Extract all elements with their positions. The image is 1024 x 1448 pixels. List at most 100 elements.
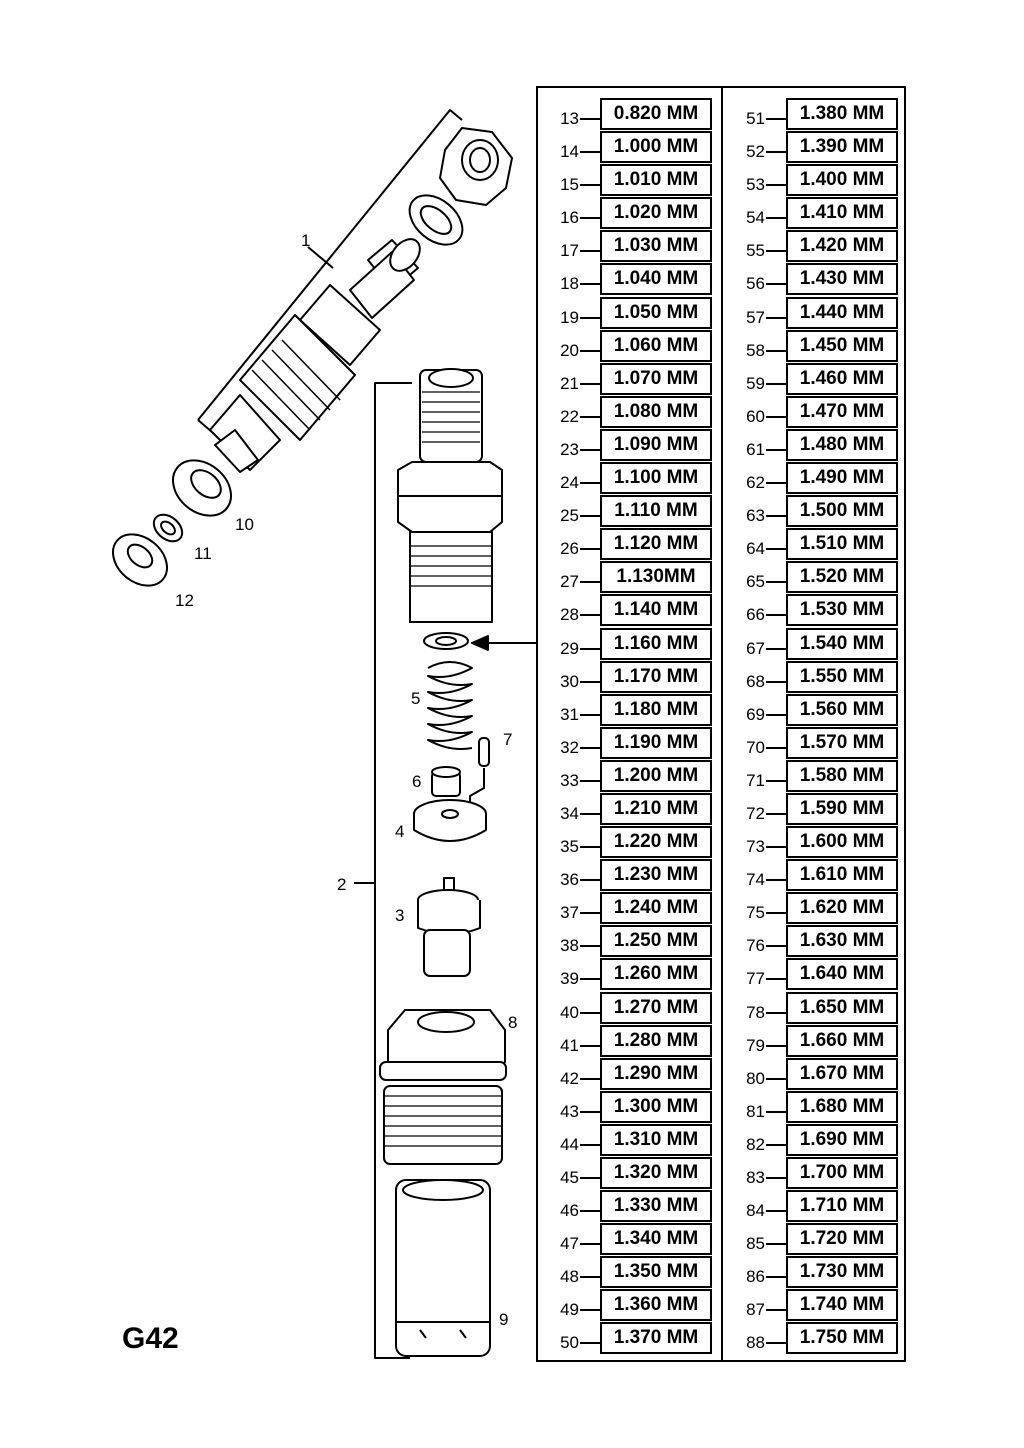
shim-thickness: 1.410 MM <box>786 197 898 230</box>
shim-thickness: 1.600 MM <box>786 826 898 859</box>
leader-line <box>580 217 600 220</box>
shim-thickness: 1.470 MM <box>786 395 898 428</box>
leader-line <box>580 1309 600 1312</box>
shim-thickness: 1.110 MM <box>600 495 712 528</box>
leader-line <box>766 515 786 518</box>
leader-line <box>766 316 786 319</box>
shim-thickness: 1.670 MM <box>786 1057 898 1090</box>
leader-line <box>580 846 600 849</box>
ref-number: 71 <box>746 770 765 790</box>
ref-number: 80 <box>746 1068 765 1088</box>
leader-line <box>580 680 600 683</box>
leader-line <box>766 1177 786 1179</box>
ref-number: 44 <box>560 1134 579 1154</box>
seal-washers-drawing <box>112 459 232 587</box>
leader-line <box>580 713 600 716</box>
ref-number: 51 <box>746 109 765 128</box>
leader-line <box>766 779 786 782</box>
ref-number: 16 <box>560 208 579 228</box>
shim-thickness: 1.090 MM <box>600 428 712 461</box>
shim-thickness: 1.350 MM <box>600 1256 712 1289</box>
ref-number: 78 <box>746 1002 765 1022</box>
leader-line <box>580 1342 600 1345</box>
shim-thickness: 1.230 MM <box>600 859 712 892</box>
spring-seat-drawing <box>431 766 461 797</box>
shim-thickness: 1.730 MM <box>786 1256 898 1289</box>
shim-thickness: 1.370 MM <box>600 1322 712 1355</box>
page-code: G42 <box>122 1322 179 1355</box>
ref-number: 67 <box>746 638 765 658</box>
ref-number: 52 <box>746 142 765 162</box>
ref-number: 75 <box>746 903 765 923</box>
leader-line <box>580 746 600 749</box>
leader-line <box>580 250 600 253</box>
leader-line <box>766 118 786 120</box>
leader-line <box>580 581 600 584</box>
leader-line <box>580 1177 600 1179</box>
shim-thickness: 1.750 MM <box>786 1322 898 1355</box>
leader-line <box>580 151 600 154</box>
ref-number: 28 <box>560 605 579 625</box>
leader-line <box>766 1210 786 1213</box>
ref-number: 25 <box>560 506 579 526</box>
leader-line <box>766 713 786 716</box>
callout-2: 2 <box>337 875 347 894</box>
ref-number: 70 <box>746 737 765 757</box>
leader-line <box>766 250 786 253</box>
shim-thickness: 1.050 MM <box>600 296 712 329</box>
ref-number: 54 <box>746 208 765 228</box>
shim-thickness: 1.700 MM <box>786 1157 898 1189</box>
ref-number: 79 <box>746 1035 765 1055</box>
shim-thickness: 1.560 MM <box>786 693 898 726</box>
leader-line <box>766 1309 786 1312</box>
leader-line <box>766 1143 786 1146</box>
ref-number: 30 <box>560 671 579 691</box>
shim-thickness: 1.250 MM <box>600 925 712 958</box>
ref-number: 86 <box>746 1267 765 1287</box>
shim-thickness: 1.650 MM <box>786 991 898 1024</box>
shim-thickness: 1.130MM <box>600 561 712 594</box>
callout-6: 6 <box>412 772 422 791</box>
leader-line <box>766 548 786 551</box>
shim-thickness: 1.310 MM <box>600 1123 712 1156</box>
leader-line <box>766 647 786 650</box>
ref-number: 74 <box>746 870 765 890</box>
injector-assembly-drawing <box>197 109 513 473</box>
sleeve-drawing <box>395 1179 491 1357</box>
callout-5: 5 <box>411 689 421 708</box>
leader-line <box>580 1077 600 1080</box>
ref-number: 85 <box>746 1234 765 1254</box>
leader-line <box>580 515 600 518</box>
leader-line <box>580 448 600 451</box>
leader-line <box>766 349 786 352</box>
callout-7: 7 <box>503 730 513 749</box>
ref-number: 82 <box>746 1134 765 1154</box>
shim-thickness: 1.540 MM <box>786 627 898 660</box>
leader-line <box>580 1243 600 1246</box>
ref-number: 35 <box>560 837 579 857</box>
leader-line <box>580 482 600 485</box>
ref-number: 29 <box>560 638 579 658</box>
ref-number: 14 <box>560 142 579 162</box>
ref-number: 39 <box>560 969 579 989</box>
shim-thickness: 1.390 MM <box>786 131 898 164</box>
shim-thickness: 1.690 MM <box>786 1123 898 1156</box>
shim-thickness: 1.070 MM <box>600 362 712 395</box>
leader-line <box>580 1044 600 1047</box>
shim-thickness: 1.320 MM <box>600 1157 712 1189</box>
leader-line <box>580 184 600 187</box>
leader-line <box>766 217 786 220</box>
leader-line <box>766 945 786 948</box>
shim-thickness: 1.260 MM <box>600 958 712 991</box>
pin-drawing <box>478 737 490 767</box>
shim-thickness: 1.550 MM <box>786 660 898 693</box>
leader-line <box>766 879 786 882</box>
callout-10: 10 <box>235 515 254 534</box>
shim-thickness: 1.520 MM <box>786 561 898 594</box>
ref-number: 23 <box>560 439 579 459</box>
leader-line <box>766 1276 786 1279</box>
ref-number: 59 <box>746 373 765 393</box>
leader-line <box>580 382 600 385</box>
leader-line <box>580 1210 600 1213</box>
callout-4: 4 <box>395 822 405 841</box>
